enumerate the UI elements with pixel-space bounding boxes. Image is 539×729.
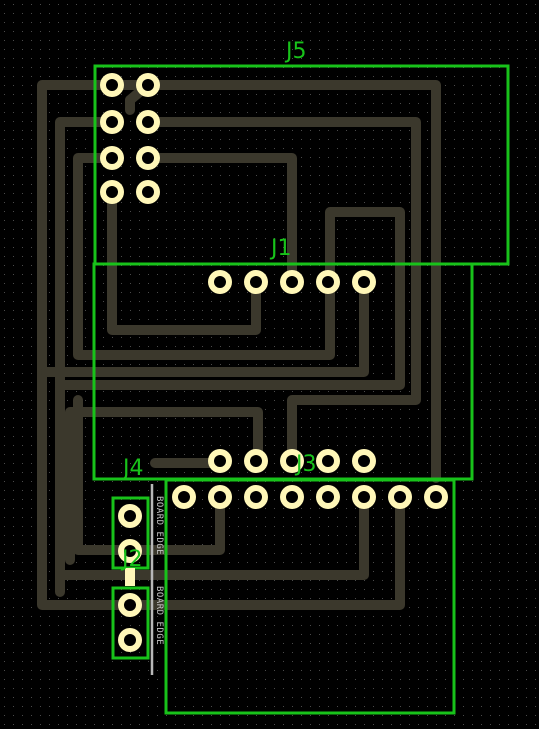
pad-drill-hole	[214, 455, 226, 467]
pad-drill-hole	[430, 491, 442, 503]
j4-pad[interactable]	[118, 504, 142, 528]
j2-ref-label: J2	[120, 547, 143, 572]
trace[interactable]	[37, 80, 405, 610]
j1-pad[interactable]	[280, 449, 304, 473]
trace[interactable]	[107, 187, 261, 335]
pad-drill-hole	[142, 116, 154, 128]
j3-ref-label: J3	[294, 452, 317, 477]
pad-drill-hole	[106, 186, 118, 198]
pad-drill-hole	[106, 116, 118, 128]
j1-pad[interactable]	[280, 270, 304, 294]
j1-pad[interactable]	[208, 270, 232, 294]
trace[interactable]	[143, 117, 421, 466]
jumper-link[interactable]	[125, 568, 135, 586]
pad-drill-hole	[250, 491, 262, 503]
pad-drill-hole	[142, 79, 154, 91]
pad-drill-hole	[178, 491, 190, 503]
pad-drill-hole	[250, 276, 262, 288]
trace[interactable]	[107, 80, 441, 483]
pad-drill-hole	[322, 491, 334, 503]
j5-pad[interactable]	[100, 146, 124, 170]
board-edge: BOARD EDGE BOARD EDGE	[150, 484, 164, 675]
j3-pad[interactable]	[280, 485, 304, 509]
j1-pad[interactable]	[244, 270, 268, 294]
j1-pad[interactable]	[316, 449, 340, 473]
j4-ref-label: J4	[121, 456, 144, 481]
trace[interactable]	[143, 153, 297, 287]
j3-pad[interactable]	[172, 485, 196, 509]
pad-drill-hole	[124, 599, 136, 611]
pad-drill-hole	[394, 491, 406, 503]
j1-pad[interactable]	[316, 270, 340, 294]
j1-pad[interactable]	[352, 449, 376, 473]
j3-pad[interactable]	[316, 485, 340, 509]
trace[interactable]	[65, 407, 263, 565]
pad-drill-hole	[142, 186, 154, 198]
pads-layer	[100, 73, 448, 652]
pad-drill-hole	[142, 152, 154, 164]
j5-pad[interactable]	[100, 73, 124, 97]
j2-pad[interactable]	[118, 593, 142, 617]
j5-pad[interactable]	[136, 146, 160, 170]
pad-drill-hole	[358, 491, 370, 503]
j5-pad[interactable]	[100, 110, 124, 134]
pad-drill-hole	[124, 510, 136, 522]
j2-pad[interactable]	[118, 628, 142, 652]
board-edge-label-top: BOARD EDGE	[154, 496, 164, 555]
pad-drill-hole	[322, 276, 334, 288]
j1-ref-label: J1	[269, 236, 292, 261]
j1-pad[interactable]	[352, 270, 376, 294]
j3-pad[interactable]	[244, 485, 268, 509]
j5-pad[interactable]	[100, 180, 124, 204]
j3-pad[interactable]	[352, 485, 376, 509]
pad-drill-hole	[124, 545, 136, 557]
j5-pad[interactable]	[136, 180, 160, 204]
pad-drill-hole	[358, 455, 370, 467]
pad-drill-hole	[286, 455, 298, 467]
pad-drill-hole	[286, 276, 298, 288]
j5-ref-label: J5	[284, 39, 307, 64]
j1-pad[interactable]	[244, 449, 268, 473]
trace[interactable]	[41, 277, 369, 377]
j2-outline[interactable]	[111, 586, 150, 660]
pad-drill-hole	[214, 491, 226, 503]
j3-outline[interactable]	[164, 478, 456, 715]
reference-labels: J5 J1 J3 J4 J2	[120, 39, 317, 572]
pad-drill-hole	[322, 455, 334, 467]
j4-pad[interactable]	[118, 539, 142, 563]
pad-drill-hole	[106, 79, 118, 91]
pad-drill-hole	[286, 491, 298, 503]
pad-drill-hole	[358, 276, 370, 288]
j5-pad[interactable]	[136, 73, 160, 97]
j3-pad[interactable]	[424, 485, 448, 509]
board-edge-label-bottom: BOARD EDGE	[154, 586, 164, 645]
j3-pad[interactable]	[388, 485, 412, 509]
j3-pad[interactable]	[208, 485, 232, 509]
j1-pad[interactable]	[208, 449, 232, 473]
pad-drill-hole	[124, 634, 136, 646]
pad-drill-hole	[250, 455, 262, 467]
trace[interactable]	[55, 117, 369, 597]
pad-drill-hole	[214, 276, 226, 288]
pad-drill-hole	[106, 152, 118, 164]
j5-pad[interactable]	[136, 110, 160, 134]
